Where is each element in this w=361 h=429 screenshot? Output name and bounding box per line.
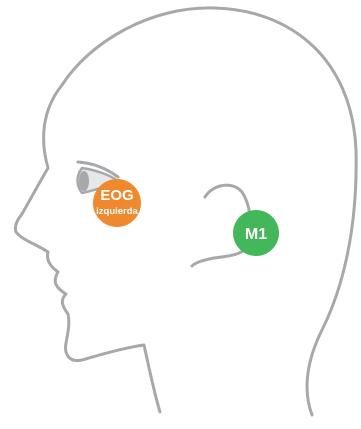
head-outline	[15, 8, 356, 415]
eog-electrode: EOG izquierda	[93, 179, 141, 227]
eog-electrode-subtitle: izquierda	[96, 206, 138, 217]
m1-electrode: M1	[233, 210, 279, 256]
m1-electrode-title: M1	[245, 226, 267, 243]
eog-electrode-title: EOG	[100, 187, 133, 204]
head-profile-icon	[15, 8, 356, 415]
eye-pupil	[79, 171, 89, 191]
